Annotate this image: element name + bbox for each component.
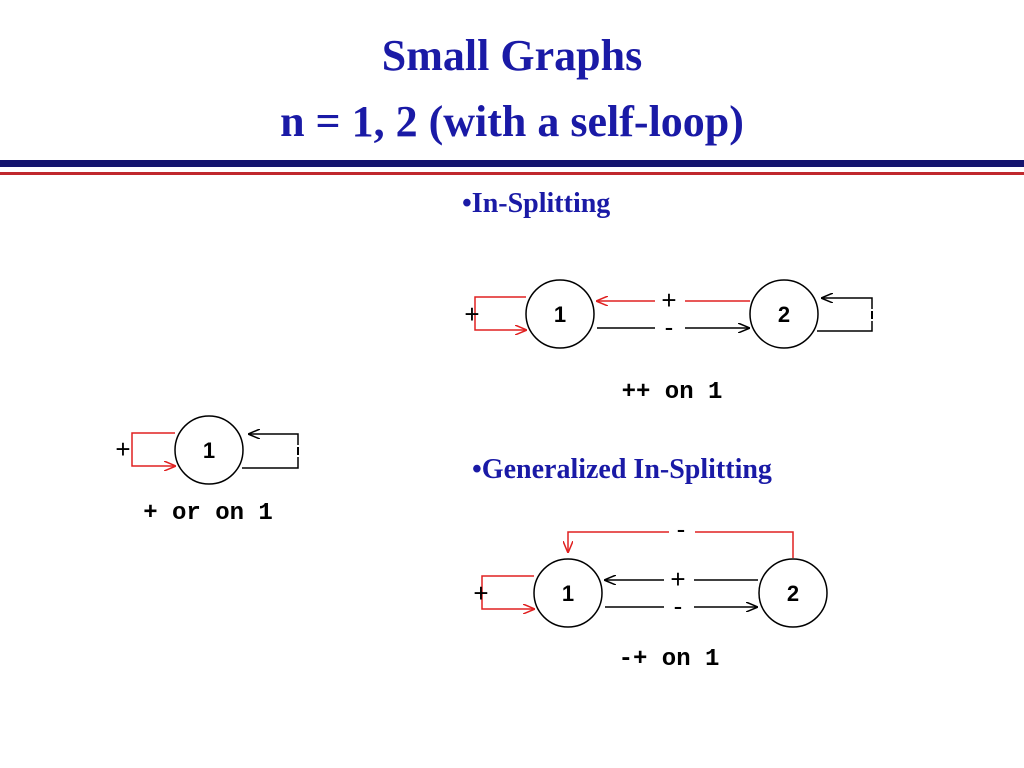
node-circle: [174, 415, 244, 485]
self-loop-node2: [817, 298, 873, 332]
node-2-label: 2: [787, 581, 799, 606]
sign-plus-left: +: [464, 299, 479, 329]
graph-caption: ++ on 1: [622, 379, 723, 406]
self-loop-red: [131, 432, 175, 466]
node-label: 1: [203, 438, 215, 463]
bullet-in-splitting: •In-Splitting: [462, 188, 611, 219]
node-1-circle: [525, 279, 595, 349]
slide-title: Small Graphs: [381, 31, 643, 80]
graph-in-splitting: + + - 1 2 ++ on 1: [464, 279, 874, 406]
node-2-label: 2: [778, 302, 790, 327]
sign-minus-bottom: -: [674, 591, 683, 621]
node-1-label: 1: [554, 302, 566, 327]
node-1-label: 1: [562, 581, 574, 606]
node-2-circle: [749, 279, 819, 349]
self-loop-red: [474, 296, 526, 330]
slide-subtitle: n = 1, 2 (with a self-loop): [280, 97, 744, 146]
self-loop-black: [242, 434, 299, 469]
sign-minus-top-loop: -: [677, 514, 686, 544]
sign-plus-top: +: [661, 285, 676, 315]
graph-caption: + or on 1: [143, 500, 273, 527]
sign-plus-left: +: [473, 578, 488, 608]
self-loop-red: [481, 575, 534, 609]
sign-plus-top: +: [670, 564, 685, 594]
bullet-generalized-in-splitting: •Generalized In-Splitting: [472, 454, 772, 485]
sign-minus-bottom: -: [665, 312, 674, 342]
node-2-circle: [758, 558, 828, 628]
graph-caption: -+ on 1: [619, 646, 720, 673]
node-1-circle: [533, 558, 603, 628]
sign-plus: +: [115, 434, 130, 464]
header-rule-blue: [0, 160, 1024, 167]
header-rule-red: [0, 172, 1024, 175]
graph-generalized-in-splitting: - + + - 1 2 -+ on 1: [473, 514, 828, 673]
graph-single-node: 1 + + or on 1: [115, 415, 300, 527]
